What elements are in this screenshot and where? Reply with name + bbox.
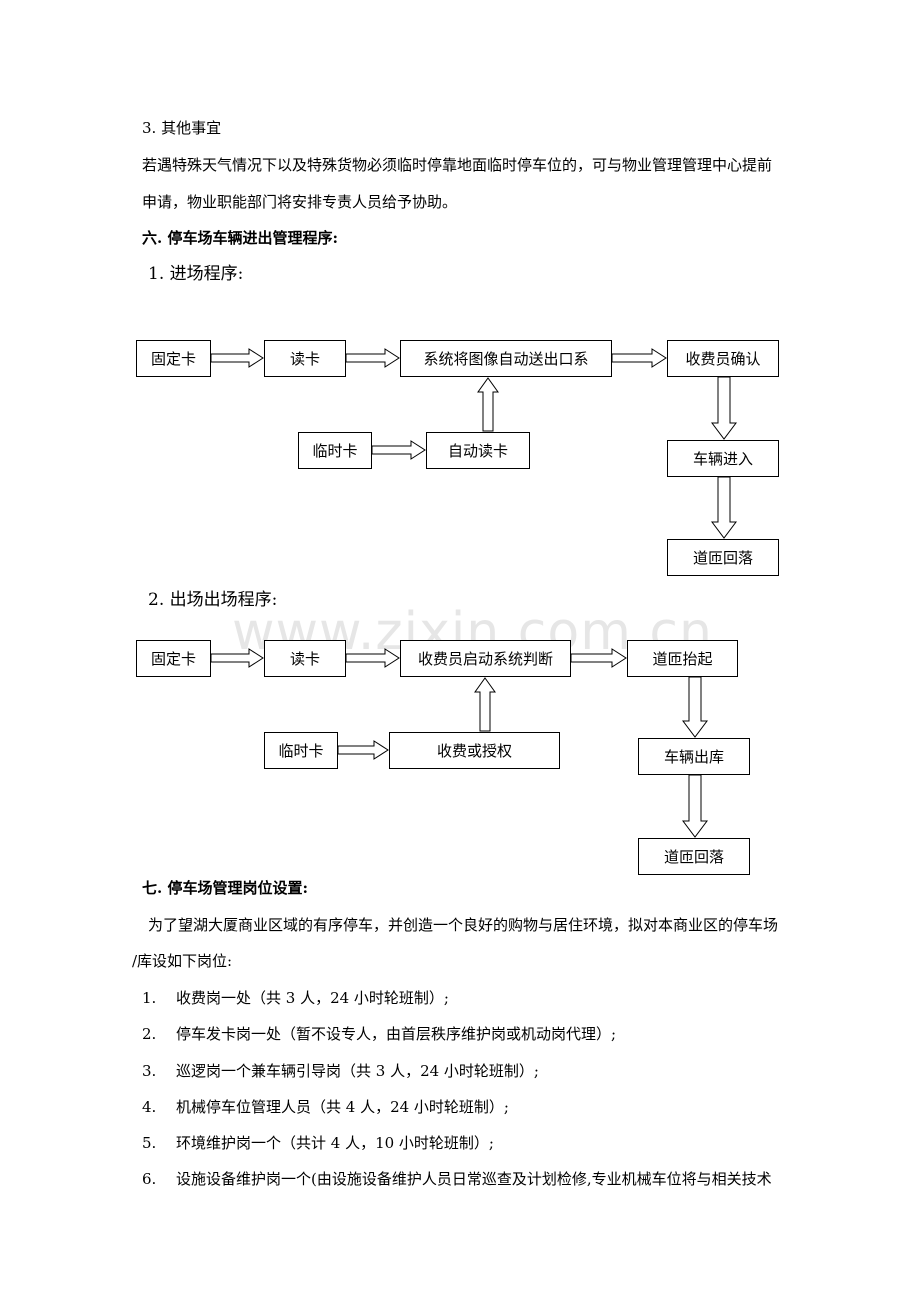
exit-vehicle-exit-label: 车辆出库 (663, 748, 724, 766)
exit-read-card-box: 读卡 (264, 640, 346, 677)
list-item-number: 4. (142, 1098, 157, 1116)
entry-fixed-card-label: 固定卡 (150, 350, 196, 368)
exit-vehicle-exit-box: 车辆出库 (638, 738, 750, 775)
exit-gate-up-label: 道匝抬起 (652, 650, 713, 668)
exit-read-card-label: 读卡 (289, 650, 320, 668)
entry-procedure-heading: 1. 进场程序: (148, 264, 244, 284)
entry-arrow-right-icon (211, 348, 264, 368)
exit-arrow-right-icon (338, 740, 389, 760)
exit-arrow-right-icon (346, 648, 400, 668)
entry-vehicle-enter-label: 车辆进入 (692, 450, 753, 468)
section-six-heading: 六. 停车场车辆进出管理程序: (142, 229, 338, 247)
entry-fixed-card-box: 固定卡 (136, 340, 211, 377)
entry-arrow-right-icon (612, 348, 667, 368)
entry-cashier-confirm-label: 收费员确认 (685, 350, 761, 368)
exit-fixed-card-label: 固定卡 (150, 650, 196, 668)
entry-gate-down-box: 道匝回落 (667, 539, 779, 576)
entry-vehicle-enter-box: 车辆进入 (667, 440, 779, 477)
list-item: 环境维护岗一个（共计 4 人，10 小时轮班制）; (176, 1134, 494, 1152)
exit-arrow-right-icon (211, 648, 264, 668)
section-seven-paragraph-line-1: 为了望湖大厦商业区域的有序停车，并创造一个良好的购物与居住环境，拟对本商业区的停… (148, 916, 779, 934)
exit-procedure-heading: 2. 出场出场程序: (148, 590, 278, 610)
entry-arrow-right-icon (372, 440, 426, 460)
exit-system-judge-label: 收费员启动系统判断 (417, 650, 553, 668)
other-matters-paragraph-line-2: 申请，物业职能部门将安排专责人员给予协助。 (142, 193, 458, 211)
exit-gate-down-box: 道匝回落 (638, 838, 750, 875)
exit-system-judge-box: 收费员启动系统判断 (400, 640, 571, 677)
entry-temp-card-box: 临时卡 (298, 432, 372, 469)
entry-arrow-down-icon (711, 477, 737, 539)
entry-auto-read-box: 自动读卡 (426, 432, 530, 469)
list-item: 收费岗一处（共 3 人，24 小时轮班制）; (176, 989, 449, 1007)
entry-auto-read-label: 自动读卡 (447, 442, 508, 460)
entry-arrow-right-icon (346, 348, 400, 368)
exit-temp-card-label: 临时卡 (278, 742, 324, 760)
exit-gate-up-box: 道匝抬起 (627, 640, 738, 677)
exit-charge-auth-box: 收费或授权 (389, 732, 560, 769)
entry-system-label: 系统将图像自动送出口系 (423, 350, 589, 368)
exit-fixed-card-box: 固定卡 (136, 640, 211, 677)
exit-gate-down-label: 道匝回落 (663, 848, 724, 866)
exit-arrow-right-icon (571, 648, 627, 668)
list-item-number: 6. (142, 1170, 157, 1188)
section-seven-paragraph-line-2: /库设如下岗位: (132, 952, 233, 970)
list-item: 巡逻岗一个兼车辆引导岗（共 3 人，24 小时轮班制）; (176, 1062, 539, 1080)
list-item-number: 1. (142, 989, 157, 1007)
exit-arrow-down-icon (682, 775, 708, 838)
other-matters-paragraph-line-1: 若遇特殊天气情况下以及特殊货物必须临时停靠地面临时停车位的，可与物业管理管理中心… (142, 156, 773, 174)
section-seven-heading: 七. 停车场管理岗位设置: (142, 879, 308, 897)
other-matters-heading: 3. 其他事宜 (142, 119, 222, 137)
list-item-number: 3. (142, 1062, 157, 1080)
entry-cashier-confirm-box: 收费员确认 (667, 340, 779, 377)
list-item: 机械停车位管理人员（共 4 人，24 小时轮班制）; (176, 1098, 509, 1116)
exit-temp-card-box: 临时卡 (264, 732, 338, 769)
entry-system-box: 系统将图像自动送出口系 (400, 340, 612, 377)
entry-gate-down-label: 道匝回落 (692, 549, 753, 567)
entry-read-card-box: 读卡 (264, 340, 346, 377)
entry-arrow-up-icon (477, 377, 499, 432)
list-item: 设施设备维护岗一个(由设施设备维护人员日常巡查及计划检修,专业机械车位将与相关技… (176, 1170, 772, 1188)
entry-temp-card-label: 临时卡 (312, 442, 358, 460)
list-item: 停车发卡岗一处（暂不设专人，由首层秩序维护岗或机动岗代理）; (176, 1025, 617, 1043)
exit-charge-auth-label: 收费或授权 (436, 742, 512, 760)
list-item-number: 2. (142, 1025, 157, 1043)
entry-read-card-label: 读卡 (289, 350, 320, 368)
exit-arrow-down-icon (682, 677, 708, 738)
exit-arrow-up-icon (474, 677, 496, 732)
entry-arrow-down-icon (711, 377, 737, 440)
list-item-number: 5. (142, 1134, 157, 1152)
